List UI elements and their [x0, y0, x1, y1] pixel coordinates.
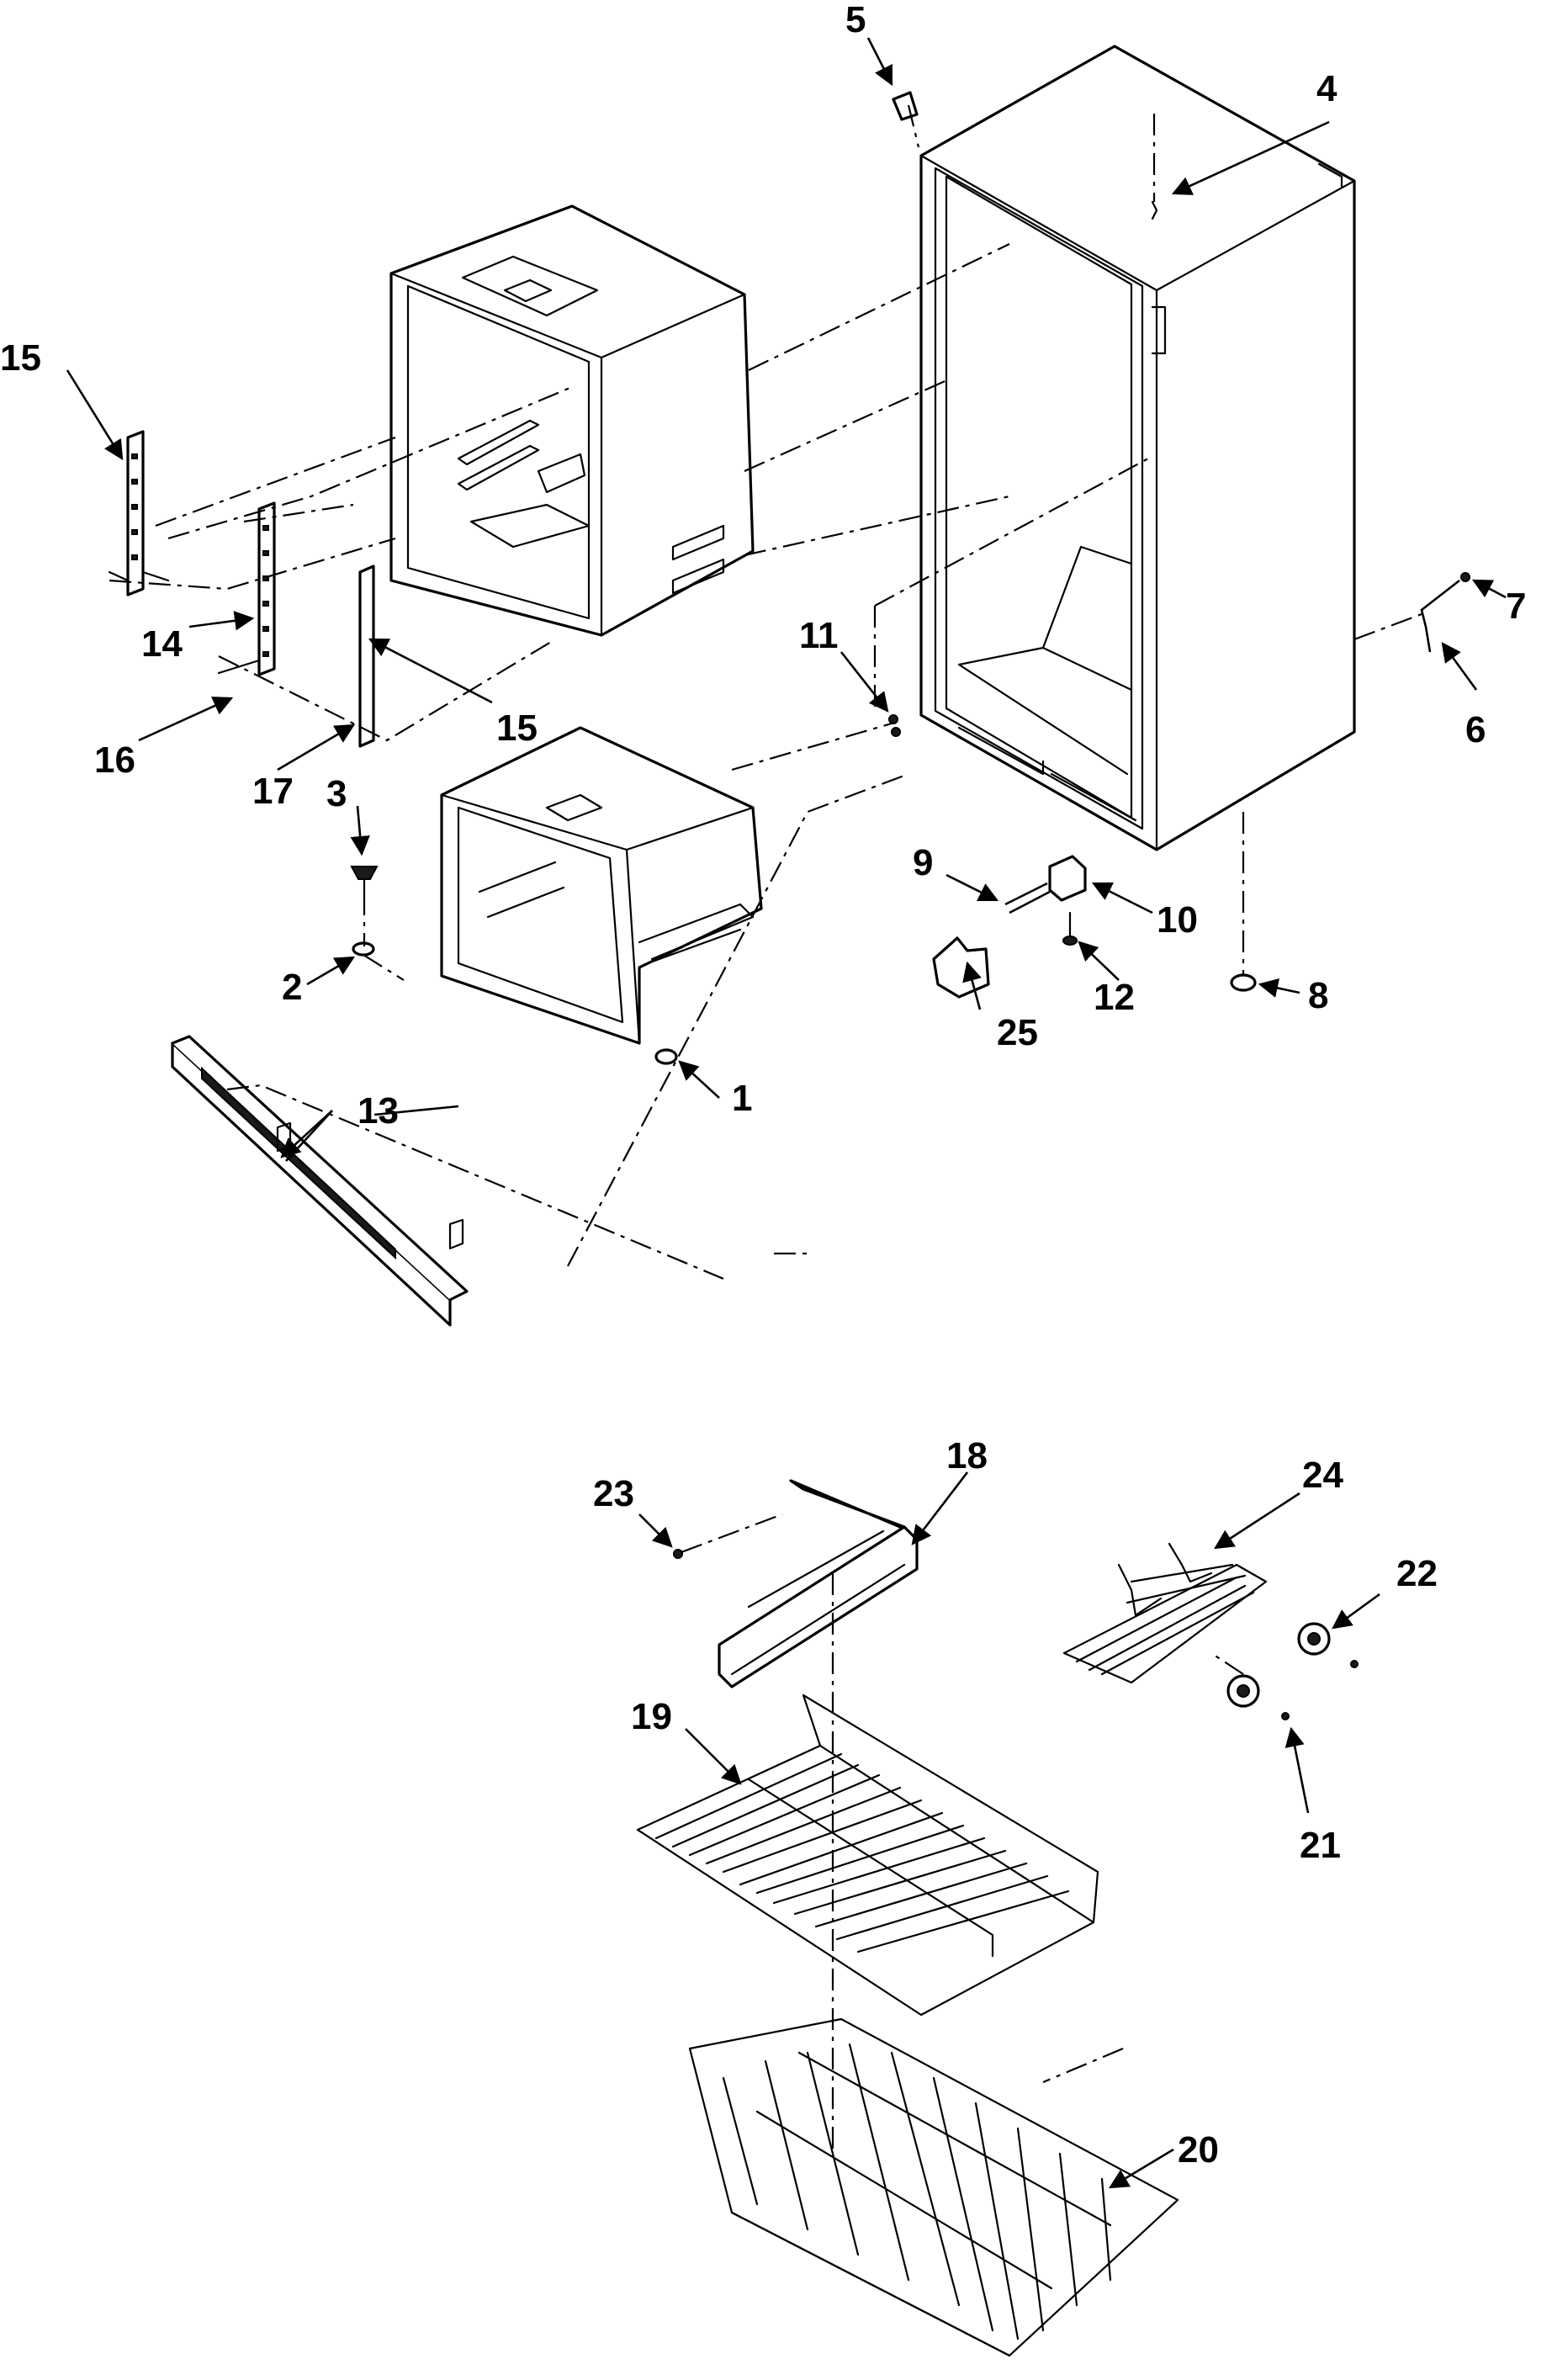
callout-5: 5: [845, 0, 866, 40]
callout-24: 24: [1302, 1455, 1343, 1496]
callout-6: 6: [1465, 709, 1486, 750]
callout-17: 17: [252, 771, 294, 812]
drawer-bin: [440, 726, 763, 1045]
callout-19: 19: [631, 1696, 672, 1737]
callout-4: 4: [1316, 68, 1337, 109]
callout-11: 11: [799, 615, 839, 656]
freezer-liner: [389, 204, 755, 637]
callout-20: 20: [1178, 2129, 1219, 2171]
side-rails: [108, 430, 375, 748]
callout-13: 13: [358, 1090, 399, 1132]
callout-15-mid: 15: [496, 708, 538, 749]
callout-10: 10: [1157, 899, 1198, 941]
callout-21: 21: [1300, 1825, 1341, 1866]
wire-shelf: [636, 1694, 1099, 2017]
callout-22: 22: [1396, 1553, 1438, 1594]
cabinet: [919, 45, 1356, 851]
callout-14: 14: [141, 623, 183, 665]
callout-16: 16: [94, 739, 135, 781]
wire-basket: [688, 2017, 1179, 2357]
callout-labels: 1 2 3 4 5 6 7 8 9 10 11 12 13 14 15 15 1…: [0, 0, 1526, 2171]
callout-23: 23: [593, 1473, 634, 1514]
shelf-bracket: [718, 1479, 919, 1688]
assembly-lines: [109, 104, 1422, 2154]
callout-8: 8: [1308, 975, 1328, 1016]
callout-9: 9: [913, 842, 933, 883]
callout-25: 25: [997, 1012, 1038, 1053]
callout-12: 12: [1094, 977, 1135, 1018]
callout-2: 2: [282, 967, 302, 1008]
kickplate-grille: [171, 1035, 469, 1327]
callout-18: 18: [946, 1435, 988, 1476]
callout-1: 1: [732, 1078, 752, 1119]
slide-rack: [1062, 1542, 1268, 1684]
callout-15-top: 15: [0, 337, 41, 379]
leader-lines: [66, 37, 1507, 2189]
callout-7: 7: [1506, 586, 1526, 627]
callout-3: 3: [326, 773, 347, 814]
